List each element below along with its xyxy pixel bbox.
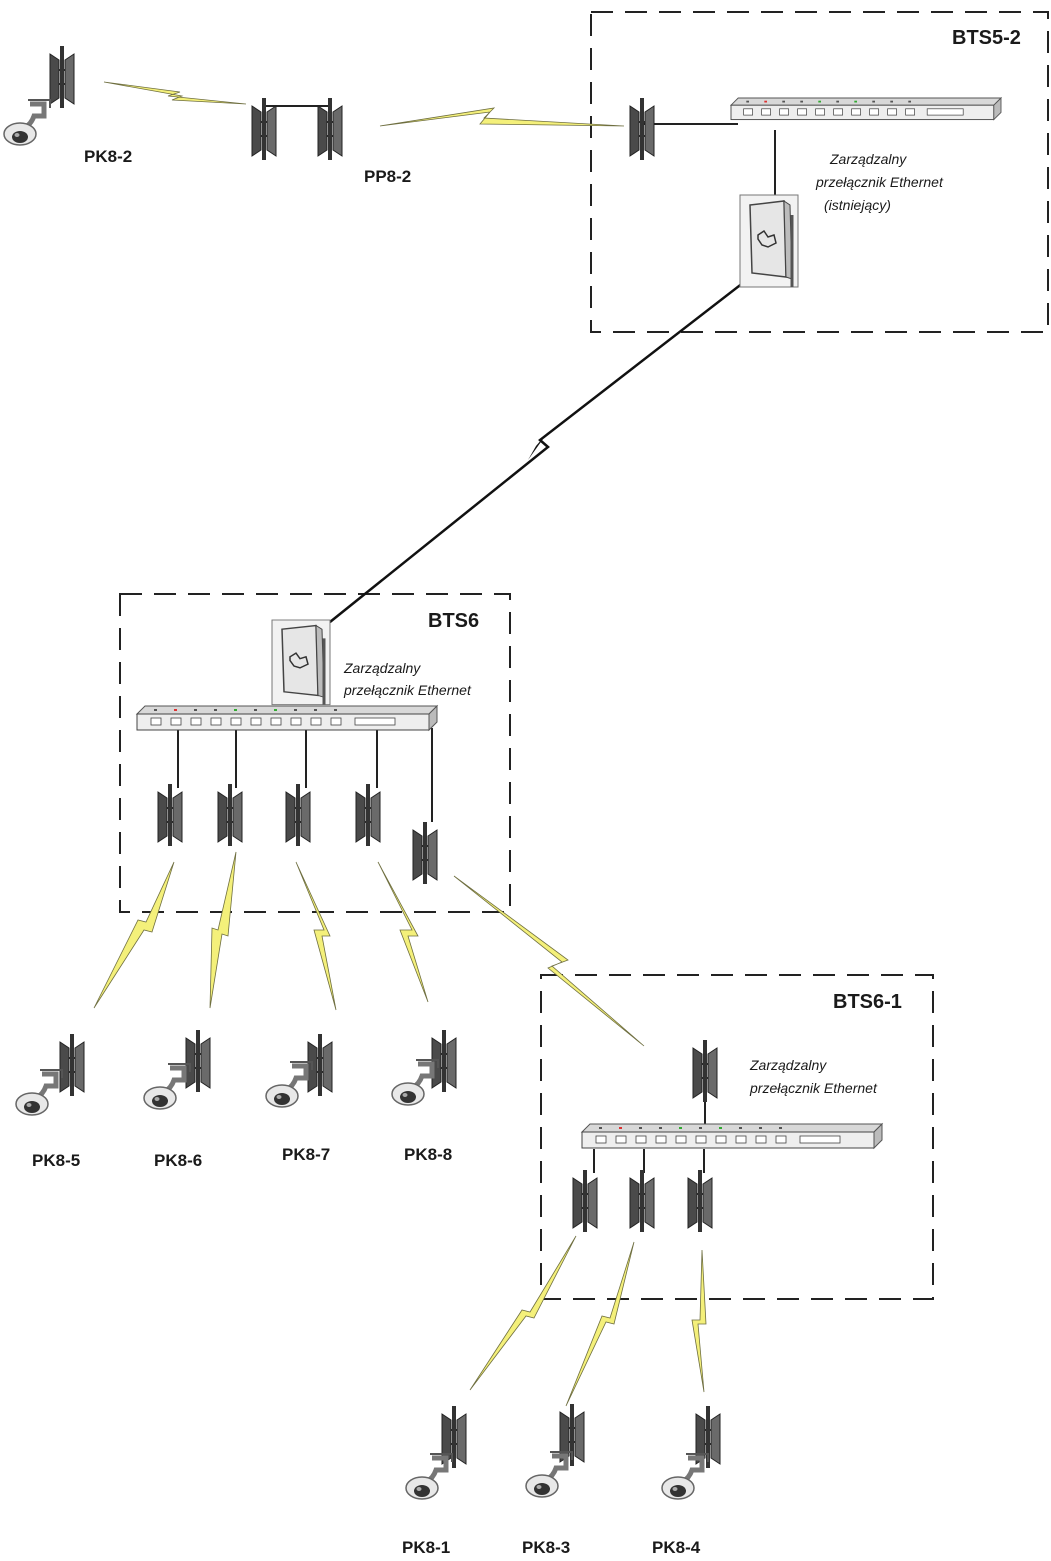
panel-antenna-icon xyxy=(58,1032,86,1098)
panel-antenna-icon xyxy=(354,782,382,848)
switch-note-line: (istniejący) xyxy=(824,197,891,213)
panel-antenna-icon xyxy=(628,1168,656,1234)
ptz-camera-icon xyxy=(392,1060,438,1105)
node-label-pk8-6: PK8-6 xyxy=(154,1151,202,1170)
ptz-camera-icon xyxy=(266,1062,312,1107)
bts6-1-site-box xyxy=(540,974,934,1300)
node-label-pk8-3: PK8-3 xyxy=(522,1538,570,1557)
node-label-pk8-7: PK8-7 xyxy=(282,1145,330,1164)
ethernet-switch-icon xyxy=(136,705,438,731)
switch-note-line: przełącznik Ethernet xyxy=(749,1080,878,1096)
panel-antenna-icon xyxy=(628,96,656,162)
wired-connections xyxy=(177,105,776,1173)
outdoor-radio-unit-icon xyxy=(738,193,800,289)
switch-note-line: Zarządzalny xyxy=(749,1057,827,1073)
switch-note-line: Zarządzalny xyxy=(829,151,907,167)
node-label-pk8-5: PK8-5 xyxy=(32,1151,80,1170)
ptz-camera-icon xyxy=(4,100,50,145)
ptz-camera-icon xyxy=(16,1070,62,1115)
ptz-camera-icon xyxy=(662,1454,708,1499)
panel-antenna-icon xyxy=(691,1038,719,1104)
ethernet-switch-icon xyxy=(730,97,1002,121)
node-label-pk8-8: PK8-8 xyxy=(404,1145,452,1164)
panel-antenna-icon xyxy=(686,1168,714,1234)
panel-antenna-icon xyxy=(411,820,439,886)
ptz-camera-icon xyxy=(144,1064,190,1109)
bts5-2-title: BTS5-2 xyxy=(952,27,1021,49)
bts6-1-switch-note: Zarządzalny przełącznik Ethernet xyxy=(749,1057,878,1096)
bts6-site-box xyxy=(119,593,511,913)
node-label-pp8-2: PP8-2 xyxy=(364,167,411,186)
ethernet-switch-icon xyxy=(581,1123,883,1149)
ptz-camera-icon xyxy=(406,1454,452,1499)
outdoor-radio-unit-icon xyxy=(270,618,332,707)
bts5-2-switch-note: Zarządzalny przełącznik Ethernet (istnie… xyxy=(815,151,944,213)
panel-antenna-icon xyxy=(284,782,312,848)
bts5-2-site-box xyxy=(590,11,1049,333)
panel-antenna-icon xyxy=(216,782,244,848)
panel-antenna-icon xyxy=(571,1168,599,1234)
switch-note-line: przełącznik Ethernet xyxy=(343,682,472,698)
node-label-pk8-1: PK8-1 xyxy=(402,1538,450,1557)
panel-antenna-icon xyxy=(316,96,344,162)
bts6-title: BTS6 xyxy=(428,610,479,632)
panel-antenna-icon xyxy=(156,782,184,848)
bts6-switch-note: Zarządzalny przełącznik Ethernet xyxy=(343,660,472,698)
backbone-link xyxy=(329,261,771,623)
bts6-1-title: BTS6-1 xyxy=(833,991,902,1013)
panel-antenna-icon xyxy=(48,44,76,110)
panel-antenna-icon xyxy=(184,1028,212,1094)
switch-note-line: Zarządzalny xyxy=(343,660,421,676)
node-label-pk8-2: PK8-2 xyxy=(84,147,132,166)
ptz-camera-icon xyxy=(526,1452,572,1497)
node-label-pk8-4: PK8-4 xyxy=(652,1538,701,1557)
switch-note-line: przełącznik Ethernet xyxy=(815,174,944,190)
panel-antenna-icon xyxy=(250,96,278,162)
wireless-links xyxy=(93,81,707,1407)
